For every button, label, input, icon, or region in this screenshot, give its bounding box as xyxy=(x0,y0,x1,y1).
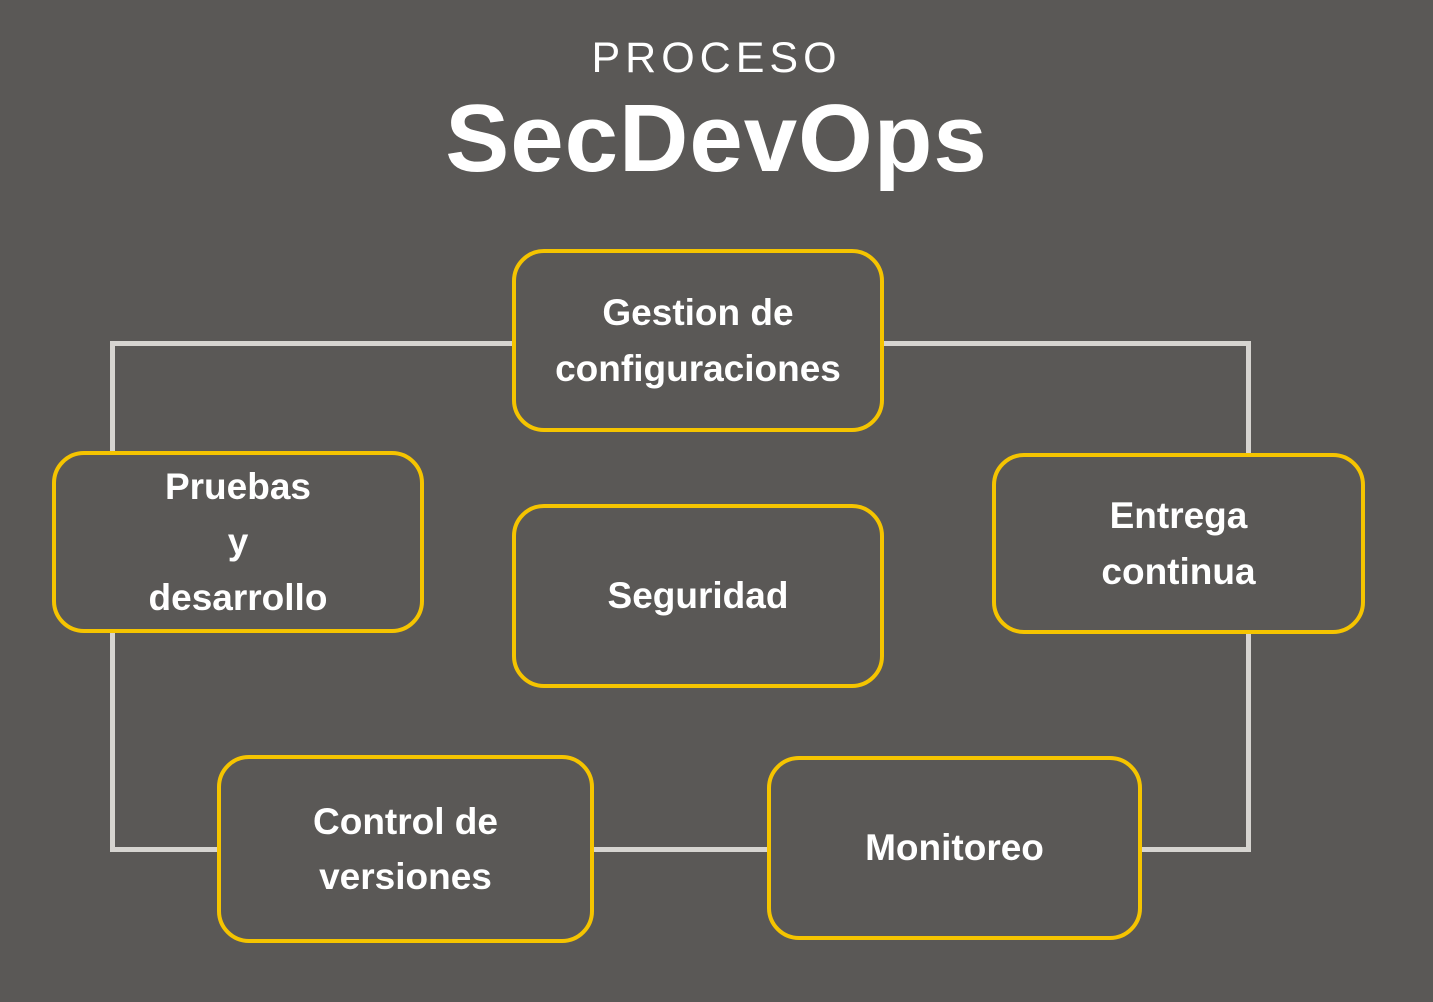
node-entrega-continua: Entrega continua xyxy=(992,453,1365,634)
node-label-control-de-versiones: Control de versiones xyxy=(313,800,498,898)
node-control-de-versiones: Control de versiones xyxy=(217,755,594,943)
node-label-pruebas-y-desarrollo: Pruebas y desarrollo xyxy=(148,465,328,618)
node-label-seguridad: Seguridad xyxy=(607,575,789,617)
node-pruebas-y-desarrollo: Pruebas y desarrollo xyxy=(52,451,424,633)
node-gestion-de-configuraciones: Gestion de configuraciones xyxy=(512,249,884,432)
node-seguridad: Seguridad xyxy=(512,504,884,688)
node-monitoreo: Monitoreo xyxy=(767,756,1142,940)
node-label-entrega-continua: Entrega continua xyxy=(1101,495,1256,592)
node-label-gestion-de-configuraciones: Gestion de configuraciones xyxy=(555,292,841,389)
diagram-kicker: PROCESO xyxy=(591,34,842,82)
diagram-title: SecDevOps xyxy=(445,85,988,192)
node-label-monitoreo: Monitoreo xyxy=(865,827,1044,869)
